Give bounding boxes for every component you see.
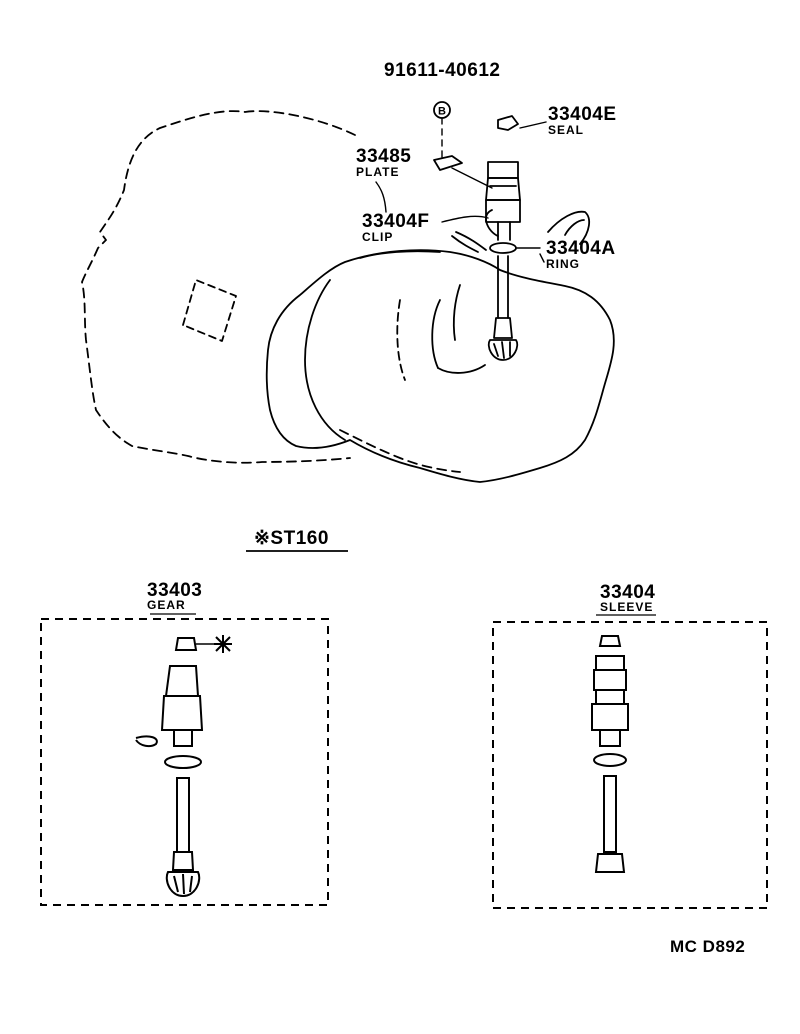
- bolt-part-number: 91611-40612: [384, 60, 501, 81]
- clip-part-number: 33404F: [362, 211, 430, 232]
- gear-assembly-name: GEAR: [147, 598, 186, 612]
- transmission-case-outline: [81, 110, 615, 483]
- gear-assembly-part-number: 33403: [147, 580, 203, 601]
- sleeve-assembly-part-number: 33404: [600, 582, 656, 603]
- clip-part-name: CLIP: [362, 230, 394, 244]
- clip-part: [451, 231, 487, 253]
- variant-note-symbol: ※: [254, 528, 271, 549]
- ring-part-number: 33404A: [546, 238, 616, 259]
- ring-part-name: RING: [546, 257, 580, 271]
- leader-lines: [375, 117, 547, 263]
- variant-note-model: ST160: [270, 528, 329, 549]
- plate-part-number: 33485: [356, 146, 412, 167]
- sleeve-assembly-name: SLEEVE: [600, 600, 654, 614]
- figure-code: MC D892: [670, 937, 746, 956]
- plate-part: [433, 155, 463, 171]
- seal-part-name: SEAL: [548, 123, 585, 137]
- variant-note: ※ST160: [254, 527, 329, 550]
- driven-gear-sleeve-installed: [485, 161, 521, 361]
- seal-part-number: 33404E: [548, 104, 617, 125]
- seal-part: [497, 115, 519, 131]
- plate-part-name: PLATE: [356, 165, 400, 179]
- bolt-marker-letter: B: [438, 106, 446, 118]
- gear-assembly-box: [40, 613, 329, 906]
- bolt-marker-icon: B: [433, 101, 451, 119]
- sleeve-assembly-box: [492, 614, 768, 909]
- variant-asterisk-icon: [214, 635, 232, 653]
